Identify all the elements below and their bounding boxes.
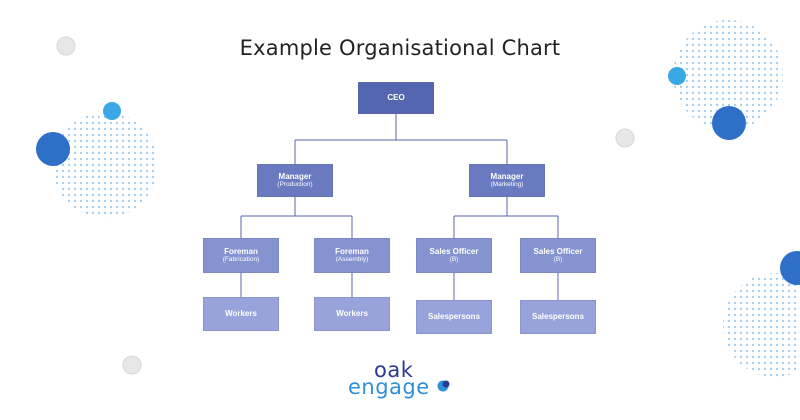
node-label: Manager [490, 171, 524, 181]
dark-blue-dot-left [36, 132, 70, 166]
node-foreman-assembly: Foreman (Assembly) [314, 238, 390, 273]
node-sales-officer-1: Sales Officer (B) [416, 238, 492, 273]
node-sublabel: (Production) [277, 181, 313, 189]
node-manager-production: Manager (Production) [257, 164, 333, 197]
grey-dot-right [615, 128, 635, 148]
light-blue-dot-top-right [668, 67, 686, 85]
logo-word-oak: oak [374, 358, 414, 382]
dotted-circle-top-right [673, 20, 783, 130]
node-sublabel: (Marketing) [490, 181, 524, 189]
node-workers-2: Workers [314, 297, 390, 331]
node-ceo: CEO [358, 82, 434, 114]
node-label: Salespersons [427, 312, 481, 322]
logo-mark-icon [437, 380, 450, 392]
node-label: Salespersons [531, 312, 585, 322]
node-label: Foreman [335, 246, 369, 256]
oak-engage-logo: oak engage [348, 358, 458, 400]
node-workers-1: Workers [203, 297, 279, 331]
node-label: Workers [336, 309, 368, 319]
dotted-circle-left [52, 112, 158, 218]
node-sales-officer-2: Sales Officer (B) [520, 238, 596, 273]
page-title: Example Organisational Chart [239, 36, 561, 60]
node-label: CEO [387, 93, 405, 103]
node-sublabel: (Assembly) [335, 256, 369, 264]
grey-dot-bottom-left [122, 355, 142, 375]
node-sublabel: (Fabrication) [222, 256, 260, 264]
dark-blue-dot-bottom-right [780, 251, 800, 285]
node-sublabel: (B) [553, 256, 563, 264]
logo-word-engage: engage [348, 375, 430, 399]
dark-blue-dot-top-right [712, 106, 746, 140]
node-salespersons-1: Salespersons [416, 300, 492, 334]
dotted-circle-bottom-right [723, 273, 800, 377]
node-sublabel: (B) [449, 256, 459, 264]
grey-dot-top-left [56, 36, 76, 56]
node-label: Sales Officer [533, 246, 583, 256]
node-salespersons-2: Salespersons [520, 300, 596, 334]
node-label: Foreman [224, 246, 258, 256]
light-blue-dot-left [103, 102, 121, 120]
node-foreman-fabrication: Foreman (Fabrication) [203, 238, 279, 273]
node-label: Manager [278, 171, 312, 181]
node-label: Sales Officer [429, 246, 479, 256]
node-manager-marketing: Manager (Marketing) [469, 164, 545, 197]
node-label: Workers [225, 309, 257, 319]
